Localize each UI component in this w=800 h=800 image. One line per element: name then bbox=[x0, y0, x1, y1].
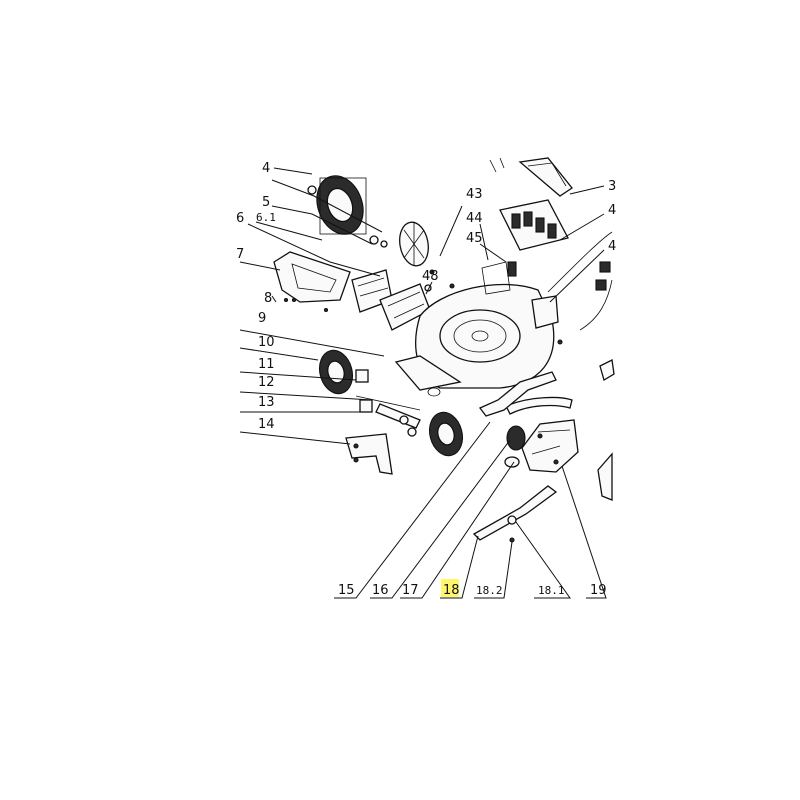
label-17: 17 bbox=[402, 583, 419, 598]
label-18-highlight bbox=[441, 579, 459, 597]
label-18-2: 18.2 bbox=[476, 584, 503, 597]
label-11: 11 bbox=[258, 357, 275, 372]
label-44: 44 bbox=[466, 211, 483, 226]
label-43: 43 bbox=[466, 187, 483, 202]
label-19: 19 bbox=[590, 583, 607, 598]
drive-belt-part-16 bbox=[505, 396, 573, 415]
label-18: 18 bbox=[443, 583, 460, 598]
handle-top-part bbox=[489, 157, 573, 197]
control-panel-part bbox=[499, 199, 569, 251]
label-7: 7 bbox=[236, 247, 244, 262]
blade-part-18 bbox=[472, 485, 558, 543]
cable-part bbox=[547, 231, 615, 381]
label-4: 4 bbox=[262, 161, 270, 176]
label-45: 45 bbox=[466, 231, 483, 246]
label-4-cut-a: 4 bbox=[608, 203, 616, 218]
label-3-cut: 3 bbox=[608, 179, 616, 194]
rear-flap-part-7 bbox=[273, 251, 351, 313]
wheel-part-front bbox=[427, 387, 464, 457]
label-12: 12 bbox=[258, 375, 275, 390]
label-15: 15 bbox=[338, 583, 355, 598]
drive-rod-part-15 bbox=[478, 371, 557, 417]
label-48: 48 bbox=[422, 269, 439, 284]
label-13: 13 bbox=[258, 395, 275, 410]
label-18-1: 18.1 bbox=[538, 584, 565, 597]
wheel-part-4 bbox=[307, 175, 367, 235]
leader-lines bbox=[239, 167, 607, 599]
hubcap-part-5 bbox=[369, 221, 429, 267]
bracket-part-14 bbox=[345, 433, 393, 475]
part-labels: 4 5 6 6.1 7 8 9 10 11 12 13 14 43 44 45 … bbox=[236, 161, 616, 598]
label-4-cut-b: 4 bbox=[608, 239, 616, 254]
label-6: 6 bbox=[236, 211, 244, 226]
gearbox-part-19 bbox=[521, 419, 613, 501]
label-14: 14 bbox=[258, 417, 275, 432]
label-10: 10 bbox=[258, 335, 275, 350]
height-adjust-part-11 bbox=[355, 369, 421, 413]
label-8: 8 bbox=[264, 291, 272, 306]
pulley-part-17 bbox=[504, 425, 526, 468]
wheel-part-10 bbox=[318, 349, 354, 395]
label-6-1: 6.1 bbox=[256, 211, 276, 224]
label-16: 16 bbox=[372, 583, 389, 598]
label-9: 9 bbox=[258, 311, 266, 326]
axle-part-12 bbox=[375, 403, 421, 437]
label-5: 5 bbox=[262, 195, 270, 210]
deck-housing bbox=[394, 261, 563, 391]
